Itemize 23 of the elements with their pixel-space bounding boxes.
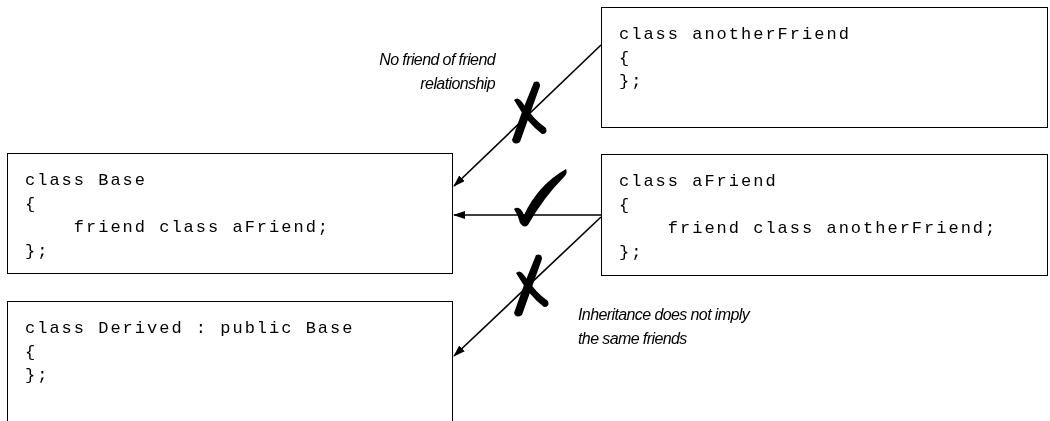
code-line: }; <box>619 241 644 264</box>
code-line: class Base <box>25 170 148 192</box>
code-line: class anotherFriend <box>619 24 851 46</box>
arrow <box>453 44 602 187</box>
edge-label: Inheritance does not imply the same friends <box>578 306 750 347</box>
code-line: }; <box>619 71 644 93</box>
code-line: }; <box>25 365 50 387</box>
code-line: }; <box>25 240 50 263</box>
code-box <box>7 153 453 274</box>
code-line: friend class anotherFriend; <box>666 218 998 240</box>
code-box <box>7 301 453 421</box>
code-line: { <box>25 341 38 364</box>
code-line: { <box>619 47 632 70</box>
code-box <box>601 7 1048 128</box>
code-line: { <box>25 193 38 216</box>
code-box <box>601 154 1048 276</box>
code-line: friend class aFriend; <box>72 217 331 239</box>
code-line: class Derived : public Base <box>25 318 355 340</box>
edge-label: No friend of friend relationship <box>379 51 495 92</box>
arrow <box>453 211 602 219</box>
code-line: { <box>619 194 632 217</box>
arrow <box>453 216 602 357</box>
code-line: class aFriend <box>619 171 778 193</box>
